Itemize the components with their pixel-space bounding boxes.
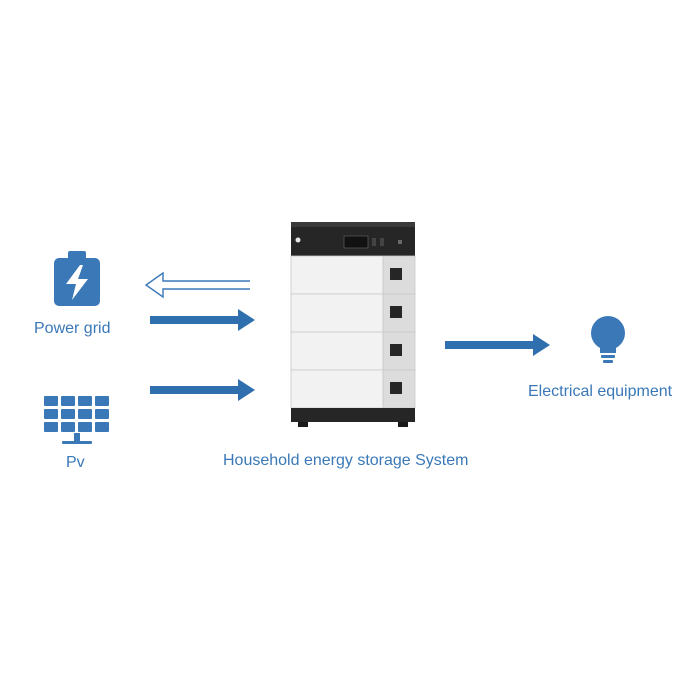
light-bulb-icon (591, 316, 625, 363)
electrical-equipment-label: Electrical equipment (528, 383, 673, 400)
solid-arrow-storage-to-equipment (445, 334, 550, 356)
solar-panel-icon (44, 396, 109, 444)
solid-arrow-pv-to-storage (150, 379, 255, 401)
power-grid-label: Power grid (34, 320, 111, 337)
solid-arrow-grid-to-storage (150, 309, 255, 331)
battery-bolt-icon (54, 251, 100, 306)
storage-system-label: Household energy storage System (223, 452, 469, 469)
outline-arrow-to-grid (144, 271, 250, 299)
storage-cabinet-image (290, 222, 416, 427)
pv-label: Pv (66, 454, 85, 471)
